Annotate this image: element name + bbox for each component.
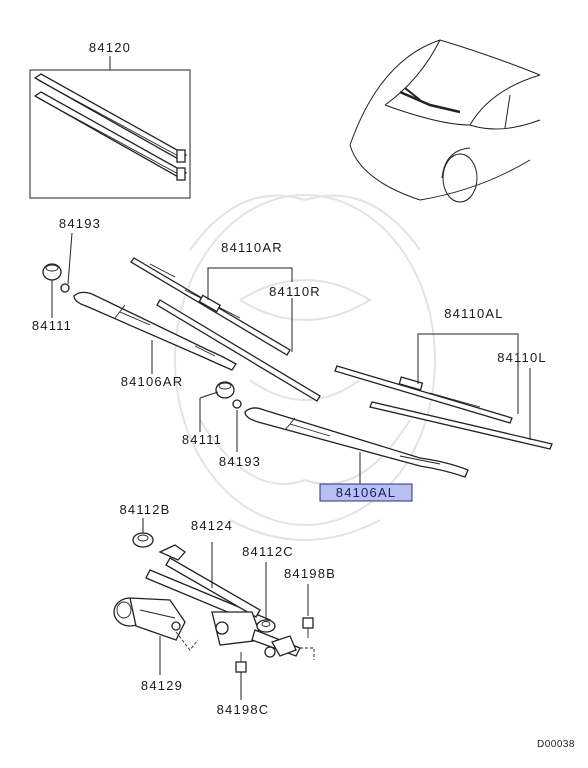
label-84110R: 84110R <box>269 284 321 299</box>
label-84106AL-highlight[interactable]: 84106AL <box>319 483 413 502</box>
label-84198B: 84198B <box>284 566 336 581</box>
refill-strip-lower <box>33 91 188 181</box>
watermark-emblem <box>174 194 436 541</box>
pivot-cap-b[interactable] <box>132 532 154 548</box>
label-84111-left: 84111 <box>182 432 222 447</box>
label-84112B: 84112B <box>119 502 170 517</box>
cap-left[interactable] <box>215 381 235 399</box>
refill-right[interactable] <box>156 299 321 402</box>
wiper-linkage[interactable] <box>145 544 301 658</box>
pivot-cap-c[interactable] <box>256 619 276 633</box>
refill-strip-upper <box>33 73 188 161</box>
car-location-sketch <box>349 39 541 203</box>
label-84120: 84120 <box>89 40 131 55</box>
refill-box[interactable]: 84120 <box>29 40 191 199</box>
label-84110AL: 84110AL <box>444 306 504 321</box>
label-84112C: 84112C <box>242 544 294 559</box>
label-84110L: 84110L <box>497 350 547 365</box>
wiper-blade-right[interactable] <box>130 257 291 356</box>
cap-right[interactable] <box>42 263 62 281</box>
wiper-motor[interactable] <box>113 597 186 641</box>
label-84198C: 84198C <box>217 702 270 717</box>
label-84106AL: 84106AL <box>336 485 396 500</box>
nut-left[interactable] <box>232 399 242 409</box>
label-84110AR: 84110AR <box>221 240 283 255</box>
label-84111-right: 84111 <box>32 318 72 333</box>
wiper-blade-left[interactable] <box>334 365 513 424</box>
label-84124: 84124 <box>191 518 233 533</box>
nut-right[interactable] <box>60 283 70 293</box>
wiper-arm-left[interactable] <box>244 407 469 478</box>
bolt-c[interactable] <box>235 652 247 673</box>
label-84129: 84129 <box>141 678 183 693</box>
label-84193-left: 84193 <box>219 454 261 469</box>
label-84193-right: 84193 <box>59 216 101 231</box>
label-84106AR: 84106AR <box>121 374 184 389</box>
bolt-b[interactable] <box>302 617 314 638</box>
wiper-arm-right[interactable] <box>73 291 237 371</box>
refill-left[interactable] <box>369 401 553 450</box>
diagram-code: D00038 <box>537 739 575 750</box>
